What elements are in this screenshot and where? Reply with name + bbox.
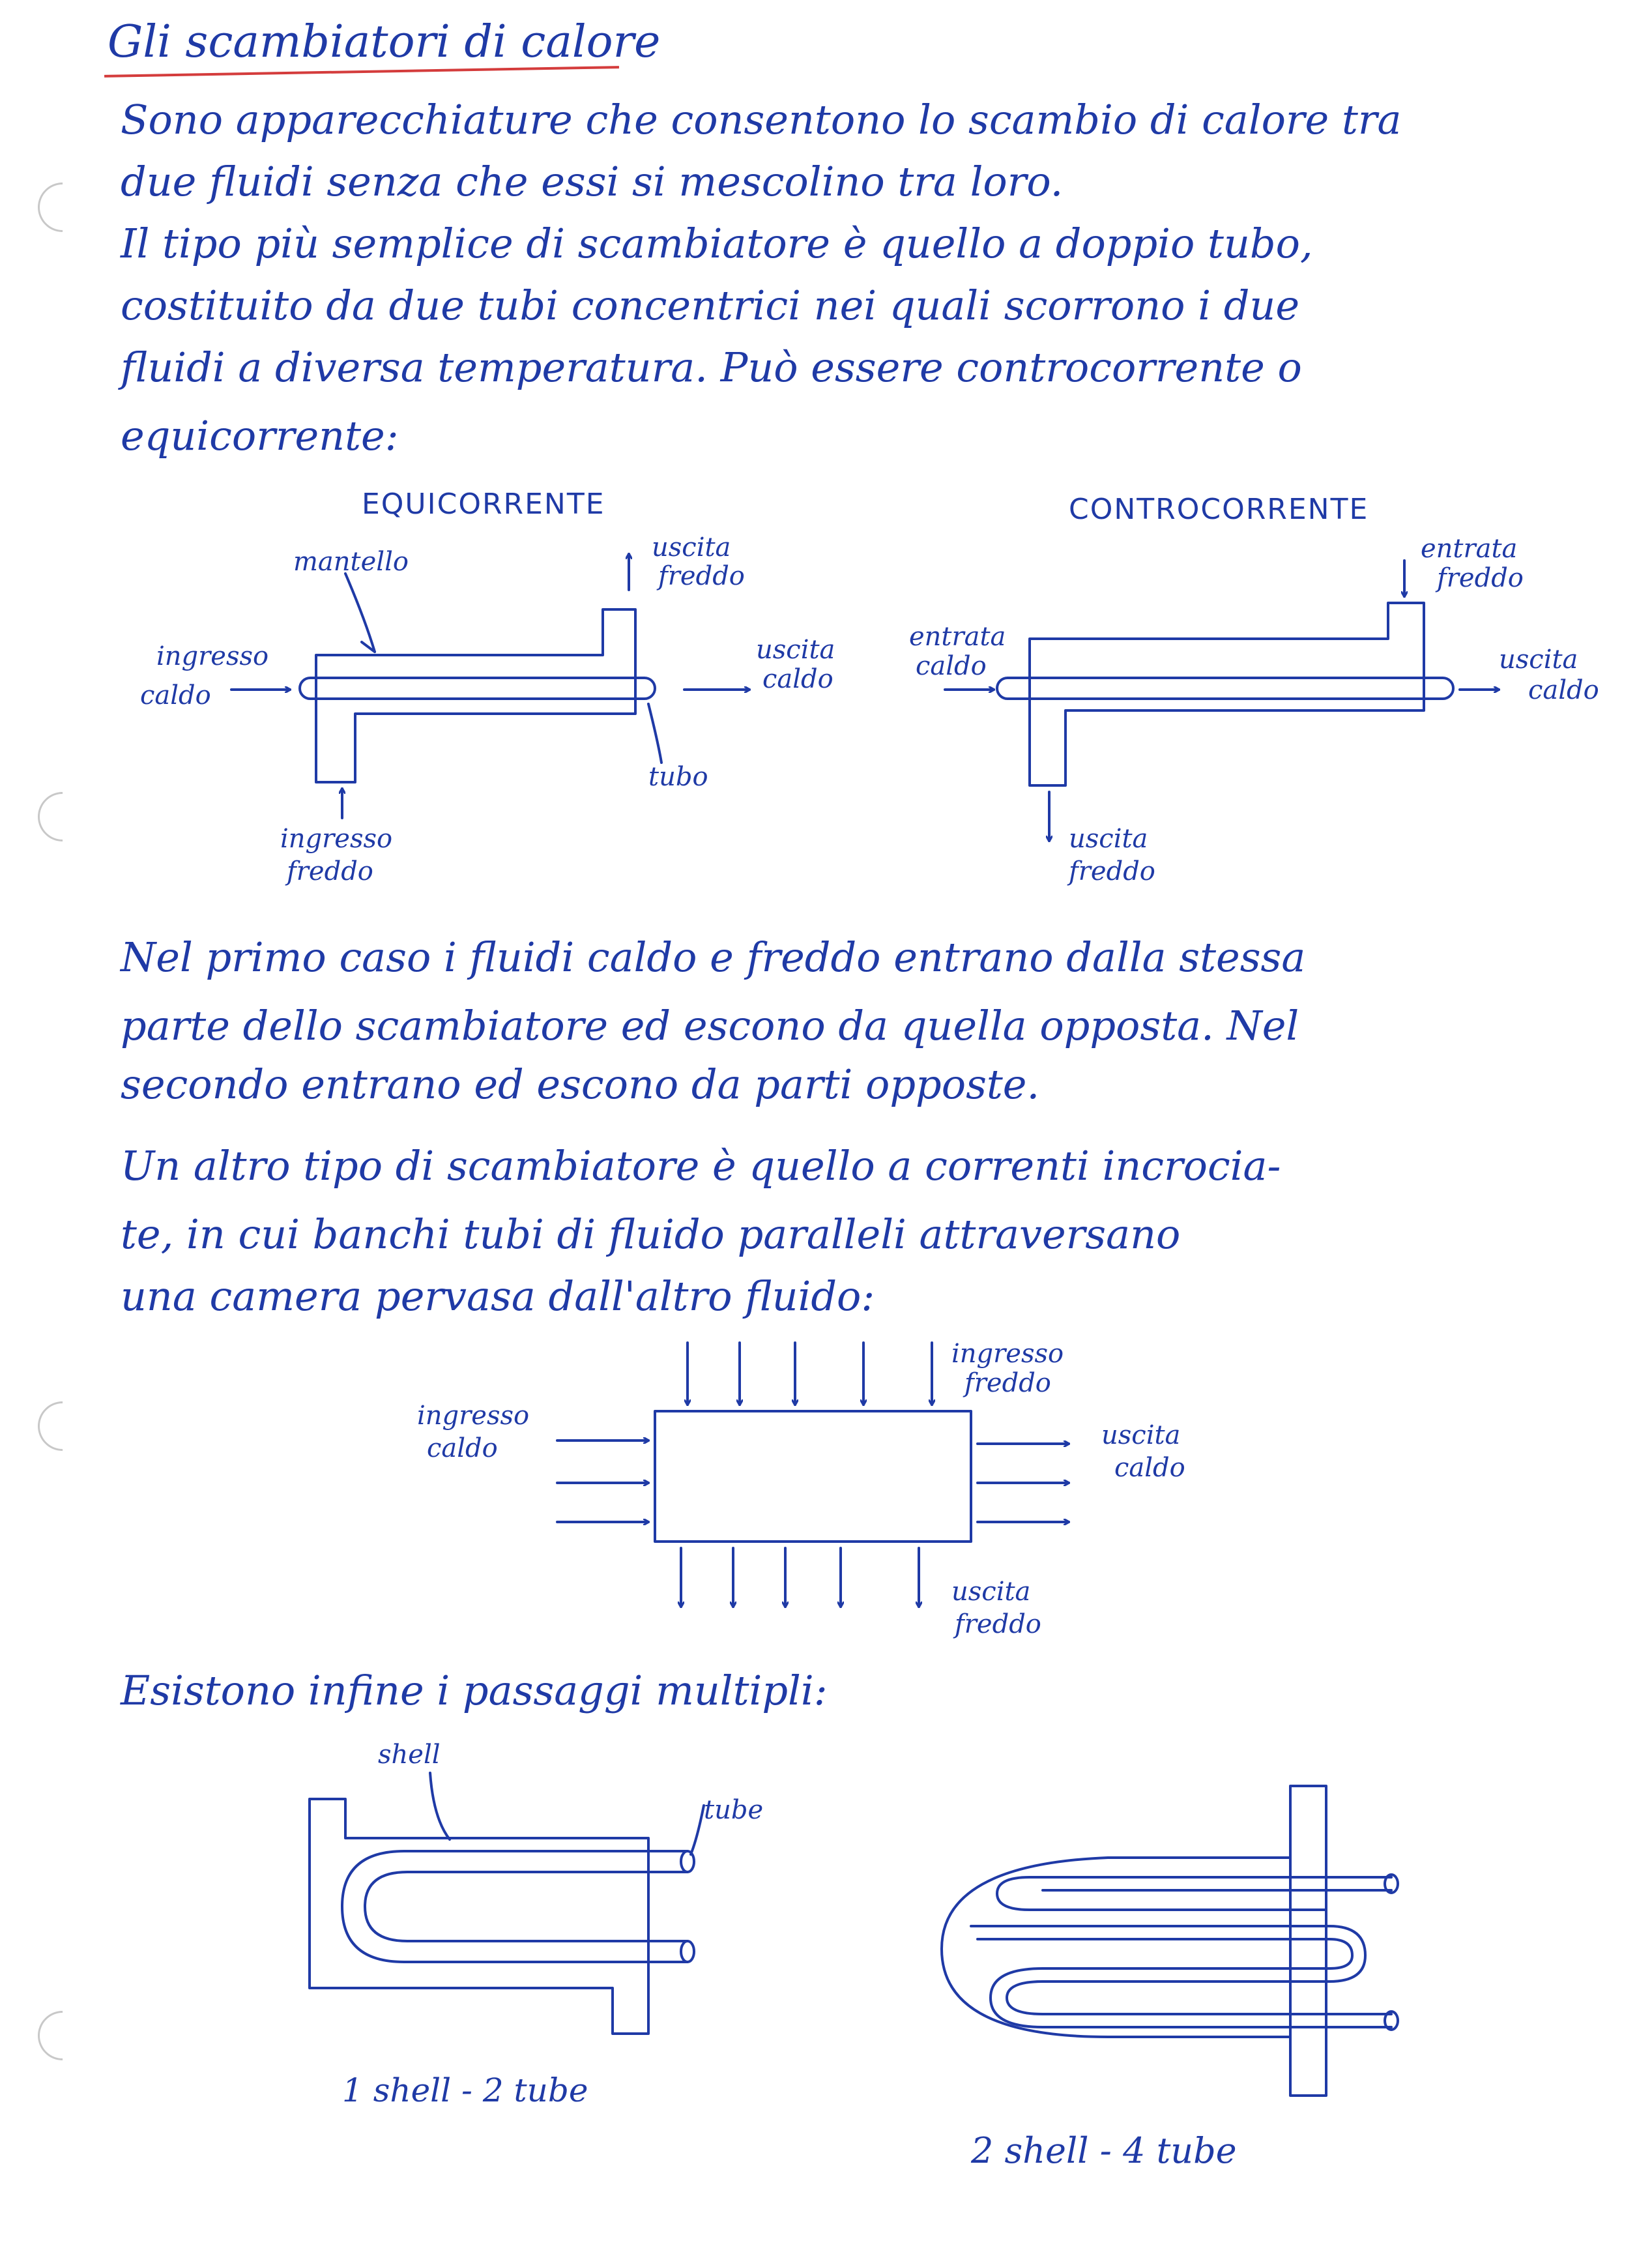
intro-line-2: due fluidi senza che essi si mescolino t… (121, 158, 1064, 205)
multipass-heading: Esistono infine i passaggi multipli: (121, 1667, 828, 1714)
equicorrente-diagram (230, 553, 751, 819)
label-uscita-caldo-cc-2: caldo (1528, 675, 1599, 705)
label-cross-uscita-freddo-2: freddo (955, 1609, 1041, 1639)
intro-line-5: fluidi a diversa temperatura. Può essere… (121, 344, 1302, 391)
label-tube: tube (704, 1795, 764, 1825)
label-uscita-freddo-cc-1: uscita (1069, 824, 1148, 854)
label-ingresso-freddo-1: ingresso (280, 824, 393, 854)
label-tubo: tubo (648, 762, 708, 792)
label-cross-uscita-caldo-2: caldo (1114, 1453, 1185, 1483)
comparison-line-1: Nel primo caso i fluidi caldo e freddo e… (121, 933, 1306, 981)
label-entrata-caldo-1: entrata (909, 622, 1006, 652)
label-ingresso-caldo-2: caldo (140, 680, 211, 710)
comparison-line-2: parte dello scambiatore ed escono da que… (121, 1002, 1299, 1049)
label-cross-uscita-caldo-1: uscita (1101, 1420, 1181, 1450)
intro-line-1: Sono apparecchiature che consentono lo s… (121, 96, 1402, 143)
label-uscita-freddo-cc-2: freddo (1069, 856, 1155, 886)
label-cross-ingresso-caldo-2: caldo (427, 1433, 498, 1463)
caption-1shell-2tube: 1 shell - 2 tube (342, 2071, 588, 2109)
label-uscita-caldo-1: uscita (756, 635, 835, 665)
label-cross-ingresso-freddo-2: freddo (964, 1368, 1051, 1398)
intro-line-4: costituito da due tubi concentrici nei q… (121, 282, 1300, 329)
label-ingresso-freddo-2: freddo (287, 856, 373, 886)
label-mantello: mantello (293, 547, 409, 577)
label-cross-ingresso-freddo-1: ingresso (951, 1339, 1064, 1369)
label-entrata-caldo-2: caldo (916, 651, 987, 681)
intro-line-6: equicorrente: (121, 412, 399, 460)
label-uscita-freddo-2: freddo (658, 561, 745, 591)
label-entrata-freddo-1: entrata (1421, 534, 1518, 564)
equicorrente-heading: EQUICORRENTE (362, 488, 605, 521)
crossflow-diagram (556, 1341, 1070, 1608)
controcorrente-diagram (944, 559, 1500, 842)
label-uscita-freddo-1: uscita (652, 533, 731, 563)
comparison-line-3: secondo entrano ed escono da parti oppos… (121, 1060, 1040, 1108)
multipass-1shell-2tube (308, 1772, 705, 2035)
page-title: Gli scambiatori di calore (108, 16, 661, 68)
label-uscita-caldo-2: caldo (762, 664, 833, 694)
label-shell: shell (378, 1740, 441, 1770)
multipass-2shell-4tube (940, 1785, 1399, 2097)
label-cross-uscita-freddo-1: uscita (951, 1577, 1031, 1607)
controcorrente-heading: CONTROCORRENTE (1069, 493, 1369, 526)
label-entrata-freddo-2: freddo (1437, 563, 1524, 593)
label-uscita-caldo-cc-1: uscita (1499, 645, 1578, 675)
crossflow-line-2: te, in cui banchi tubi di fluido paralle… (121, 1210, 1181, 1258)
crossflow-line-3: una camera pervasa dall'altro fluido: (121, 1272, 875, 1320)
caption-2shell-4tube: 2 shell - 4 tube (971, 2130, 1237, 2171)
crossflow-line-1: Un altro tipo di scambiatore è quello a … (121, 1142, 1281, 1190)
label-ingresso-caldo-1: ingresso (156, 641, 269, 671)
label-cross-ingresso-caldo-1: ingresso (417, 1401, 530, 1431)
intro-line-3: Il tipo più semplice di scambiatore è qu… (121, 220, 1313, 267)
